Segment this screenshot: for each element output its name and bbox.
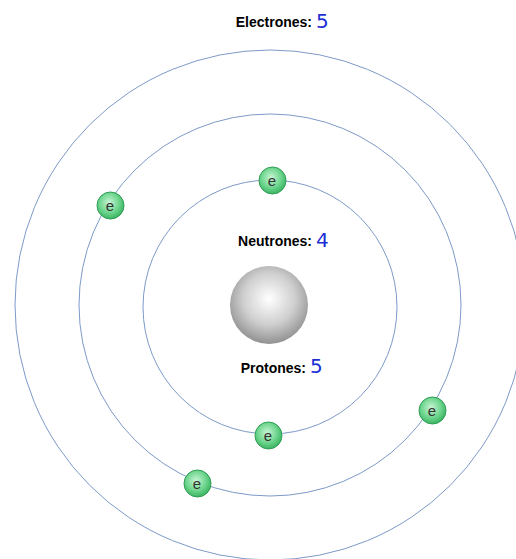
electron: e xyxy=(254,421,283,450)
electron-circle xyxy=(97,192,124,219)
neutron-count: 4 xyxy=(316,230,329,250)
electron-circle xyxy=(419,397,446,424)
electron-symbol: e xyxy=(428,403,436,418)
electron: e xyxy=(258,166,287,195)
neutron-count-label: Neutrones: xyxy=(238,234,312,248)
electron-circle xyxy=(259,167,286,194)
electron-circle xyxy=(255,422,282,449)
electron-symbol: e xyxy=(264,428,272,443)
electron-symbol: e xyxy=(268,173,276,188)
inner-orbit xyxy=(143,180,397,434)
middle-orbit xyxy=(79,114,461,496)
electron-symbol: e xyxy=(193,476,201,491)
electron-count: 5 xyxy=(316,11,329,31)
outer-orbit xyxy=(15,50,516,559)
proton-count-label: Protones: xyxy=(241,361,306,375)
electron: e xyxy=(183,469,212,498)
electron-circle xyxy=(184,470,211,497)
electron: e xyxy=(96,191,125,220)
proton-count: 5 xyxy=(310,356,323,376)
electron-symbol: e xyxy=(106,198,114,213)
electron-count-label: Electrones: xyxy=(236,15,312,29)
electron: e xyxy=(418,396,447,425)
nucleus xyxy=(230,266,308,344)
